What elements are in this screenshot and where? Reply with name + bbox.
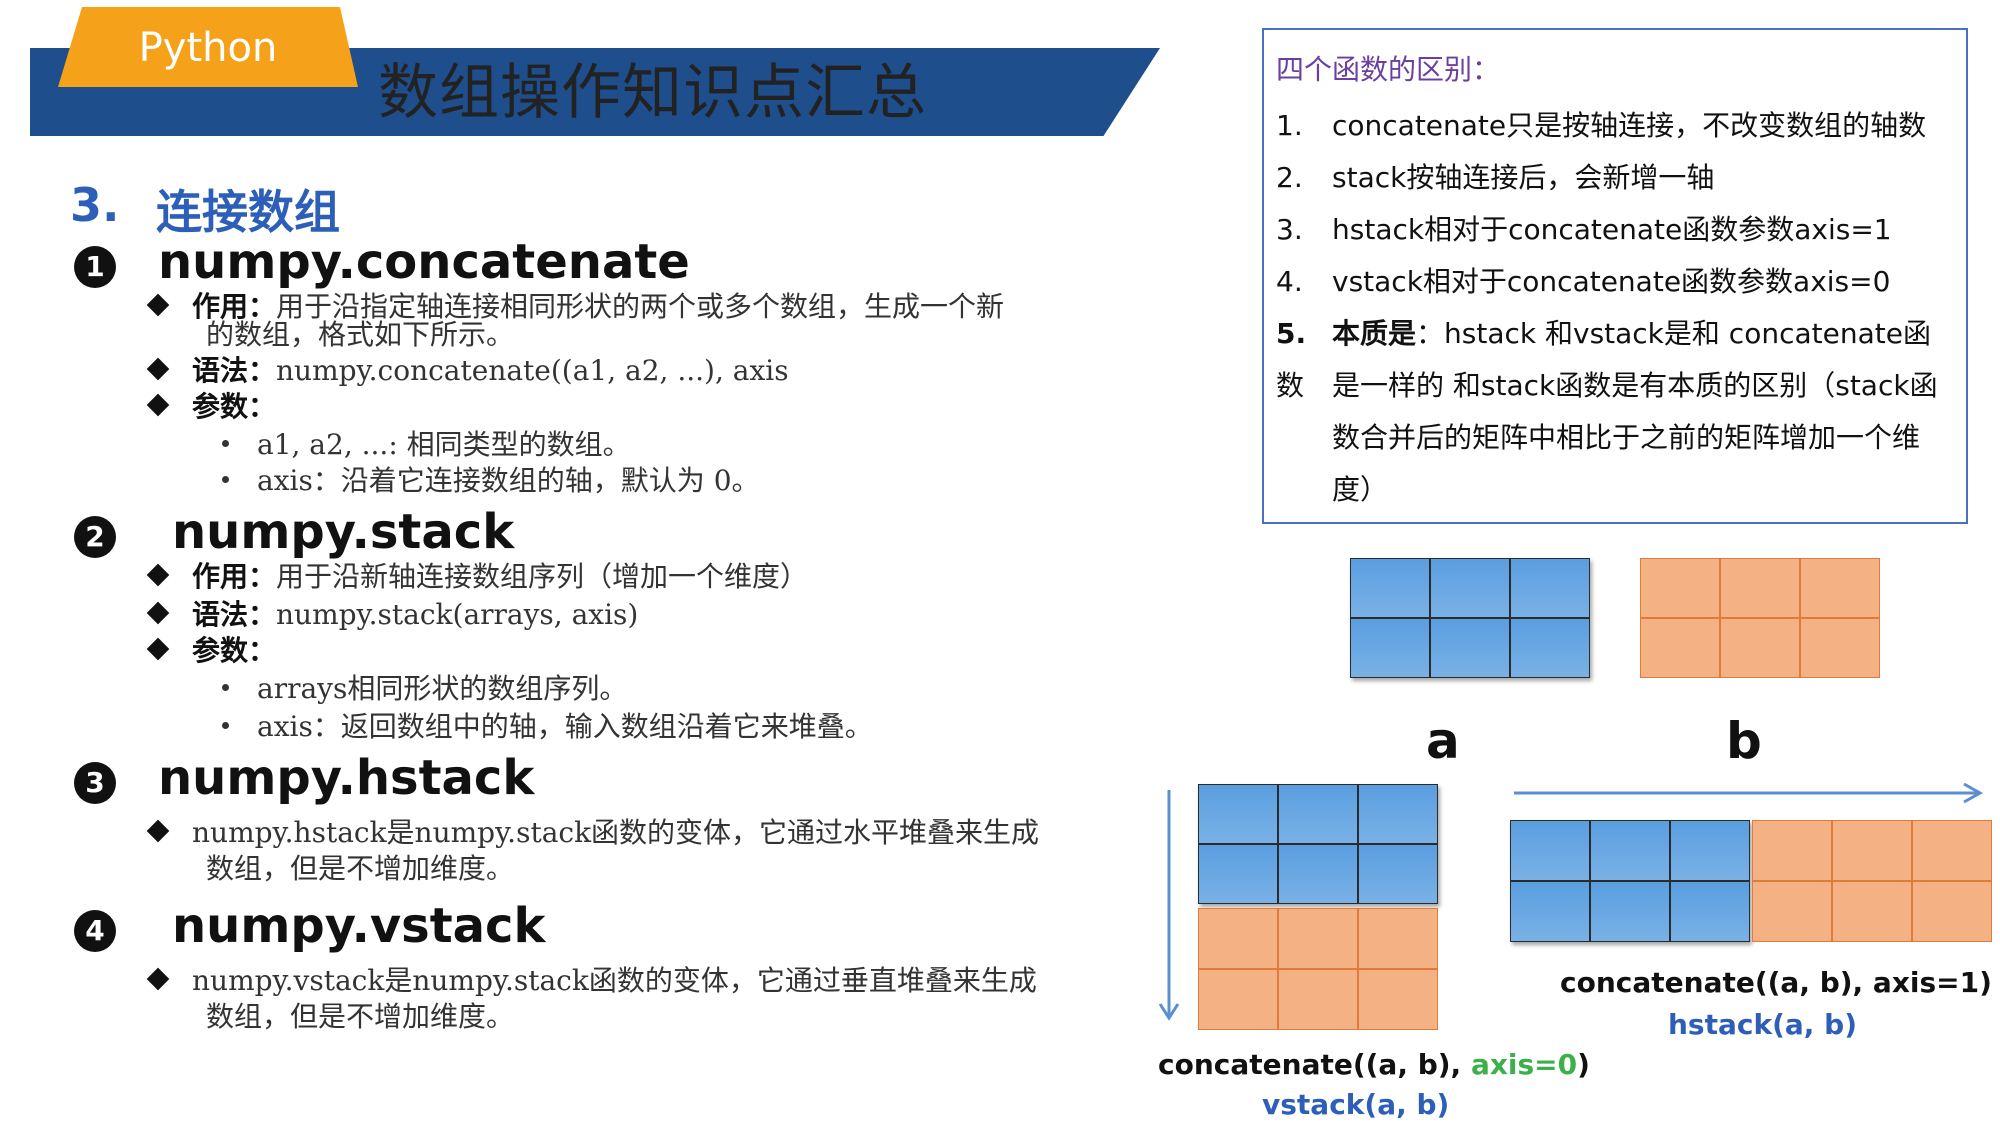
bullet-dot-icon (222, 722, 229, 729)
hstack-desc: numpy.hstack是numpy.stack函数的变体，它通过水平堆叠来生成 (146, 816, 1039, 850)
array-cell (1720, 558, 1800, 618)
vstack-bottom-grid (1198, 908, 1438, 1030)
concatenate-purpose-cont: 的数组，格式如下所示。 (206, 318, 515, 351)
difference-item-cont: 数合并后的矩阵中相比于之前的矩阵增加一个维 (1332, 421, 1921, 454)
difference-item: 1.concatenate只是按轴连接，不改变数组的轴数 (1276, 109, 1927, 142)
difference-item: 3.hstack相对于concatenate函数参数axis=1 (1276, 213, 1892, 246)
bullet-diamond-icon (146, 601, 170, 624)
bullet-diamond-icon (146, 563, 170, 586)
array-cell (1278, 844, 1358, 904)
stack-purpose: 作用：用于沿新轴连接数组序列（增加一个维度） (146, 560, 808, 594)
stack-param-2: axis：返回数组中的轴，输入数组沿着它来堆叠。 (222, 710, 873, 744)
array-cell (1800, 618, 1880, 678)
bullet-diamond-icon (146, 967, 170, 990)
bullet-dot-icon (222, 476, 229, 483)
concatenate-purpose: 作用：用于沿指定轴连接相同形状的两个或多个数组，生成一个新 (146, 290, 1004, 324)
array-cell (1590, 820, 1670, 881)
bullet-dot-icon (222, 440, 229, 447)
array-cell (1350, 618, 1430, 678)
bullet-diamond-icon (146, 293, 170, 316)
array-cell (1590, 881, 1670, 942)
array-cell (1278, 969, 1358, 1030)
differences-box: 四个函数的区别： 1.concatenate只是按轴连接，不改变数组的轴数 2.… (1262, 28, 1968, 524)
hstack-right-grid (1752, 820, 1992, 942)
array-cell (1358, 784, 1438, 844)
hstack-alias: hstack(a, b) (1668, 1008, 1858, 1041)
difference-item: 4.vstack相对于concatenate函数参数axis=0 (1276, 265, 1891, 298)
array-cell (1670, 881, 1750, 942)
difference-item-cont: 是一样的 和stack函数是有本质的区别（stack函 (1332, 369, 1938, 402)
array-cell (1198, 844, 1278, 904)
section-number: 3. (70, 178, 120, 232)
hstack-caption: concatenate((a, b), axis=1) (1560, 966, 1992, 999)
differences-heading: 四个函数的区别： (1276, 53, 1501, 86)
vstack-desc: numpy.vstack是numpy.stack函数的变体，它通过垂直堆叠来生成 (146, 964, 1037, 998)
array-cell (1510, 881, 1590, 942)
array-cell (1510, 558, 1590, 618)
stack-params: 参数： (146, 634, 276, 668)
array-cell (1278, 908, 1358, 969)
array-cell (1670, 820, 1750, 881)
array-cell (1912, 820, 1992, 881)
array-cell (1720, 618, 1800, 678)
array-b-grid (1640, 558, 1880, 678)
array-cell (1752, 820, 1832, 881)
vstack-alias: vstack(a, b) (1262, 1088, 1450, 1121)
array-cell (1752, 881, 1832, 942)
vstack-top-grid (1198, 784, 1438, 904)
marker-3-icon: 3 (74, 762, 116, 804)
label-a: a (1426, 712, 1460, 770)
concatenate-params: 参数： (146, 390, 276, 424)
marker-2-icon: 2 (74, 516, 116, 558)
marker-4-icon: 4 (74, 910, 116, 952)
stack-syntax: 语法：numpy.stack(arrays, axis) (146, 598, 638, 632)
array-cell (1430, 618, 1510, 678)
array-cell (1640, 558, 1720, 618)
array-cell (1912, 881, 1992, 942)
section-title: 连接数组 (156, 185, 340, 239)
horizontal-arrow-icon (1514, 782, 1984, 804)
hstack-left-grid (1510, 820, 1750, 942)
python-tab: Python (58, 7, 358, 87)
bullet-diamond-icon (146, 819, 170, 842)
difference-item: 2.stack按轴连接后，会新增一轴 (1276, 161, 1715, 194)
bullet-dot-icon (222, 684, 229, 691)
difference-item: 5.本质是：hstack 和vstack是和 concatenate函数 (1276, 317, 1931, 402)
concatenate-param-1: a1, a2, ...: 相同类型的数组。 (222, 428, 631, 462)
concatenate-syntax: 语法：numpy.concatenate((a1, a2, ...), axis (146, 354, 789, 388)
array-cell (1278, 784, 1358, 844)
array-cell (1358, 969, 1438, 1030)
array-cell (1198, 969, 1278, 1030)
func-name-hstack: numpy.hstack (158, 750, 535, 806)
array-cell (1832, 820, 1912, 881)
hstack-desc-cont: 数组，但是不增加维度。 (206, 852, 515, 885)
bullet-diamond-icon (146, 357, 170, 380)
func-name-stack: numpy.stack (172, 504, 515, 560)
array-cell (1510, 618, 1590, 678)
array-cell (1800, 558, 1880, 618)
page-title: 数组操作知识点汇总 (378, 58, 927, 128)
array-a-grid (1350, 558, 1590, 678)
label-b: b (1726, 712, 1762, 770)
array-cell (1510, 820, 1590, 881)
func-name-vstack: numpy.vstack (172, 898, 546, 954)
func-name-concatenate: numpy.concatenate (158, 234, 690, 290)
array-cell (1358, 908, 1438, 969)
array-cell (1640, 618, 1720, 678)
array-cell (1350, 558, 1430, 618)
stack-param-1: arrays相同形状的数组序列。 (222, 672, 627, 706)
array-cell (1832, 881, 1912, 942)
bullet-diamond-icon (146, 637, 170, 660)
marker-1-icon: 1 (74, 246, 116, 288)
bullet-diamond-icon (146, 393, 170, 416)
vertical-arrow-icon (1158, 790, 1180, 1021)
array-cell (1198, 784, 1278, 844)
vstack-caption: concatenate((a, b), axis=0) (1158, 1048, 1590, 1081)
concatenate-param-2: axis：沿着它连接数组的轴，默认为 0。 (222, 464, 760, 498)
vstack-desc-cont: 数组，但是不增加维度。 (206, 1000, 515, 1033)
array-cell (1198, 908, 1278, 969)
array-cell (1358, 844, 1438, 904)
array-cell (1430, 558, 1510, 618)
difference-item-cont: 度） (1332, 473, 1389, 506)
